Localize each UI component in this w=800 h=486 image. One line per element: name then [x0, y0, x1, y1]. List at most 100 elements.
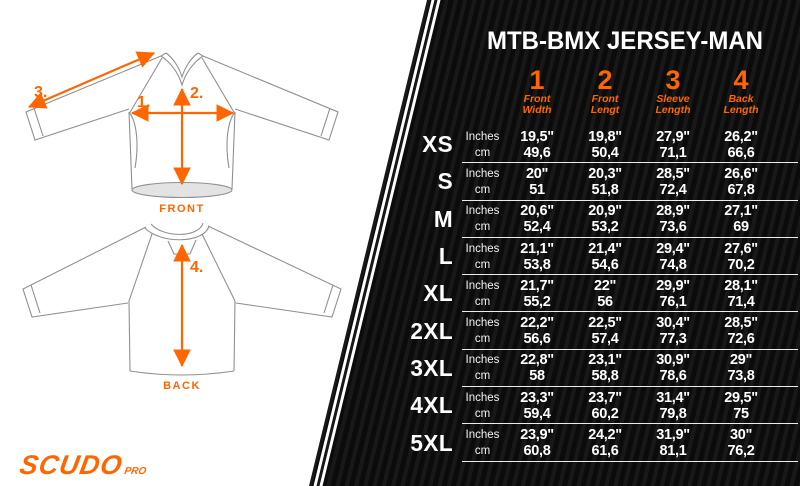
size-label: S: [437, 168, 454, 195]
unit-labels: Inches cm: [462, 166, 503, 198]
sleeve-length-values: 31,4" 79,8: [656, 389, 690, 422]
back-jersey-diagram: [22, 222, 342, 376]
arrow-3-sleeve-length: [27, 51, 156, 109]
sleeve-length-values: 31,9" 81,1: [656, 427, 690, 460]
table-row: 2XL Inches cm 22,2" 56,6 22,5" 57,4 30,4…: [396, 312, 798, 351]
front-length-values: 22" 56: [593, 277, 617, 310]
column-header-back-length: 4 Back Length: [723, 65, 759, 116]
front-width-values: 23,3" 59,4: [520, 389, 554, 422]
column-header-sleeve-length: 3 Sleeve Length: [655, 65, 691, 116]
front-length-values: 23,7" 60,2: [588, 389, 622, 422]
front-width-values: 22,8" 58: [520, 352, 554, 385]
back-length-values: 27,6" 70,2: [724, 240, 758, 273]
unit-labels: Inches cm: [462, 315, 503, 347]
inches-label: Inches: [465, 130, 500, 143]
back-length-values: 30" 76,2: [727, 427, 755, 460]
size-table-rows: XS Inches cm 19,5" 49,6 19,8" 50,4 27,9"…: [396, 126, 798, 462]
size-label: 2XL: [410, 317, 454, 344]
inches-label: Inches: [465, 279, 500, 292]
size-label: XS: [422, 131, 454, 158]
table-row: 5XL Inches cm 23,9" 60,8 24,2" 61,6 31,9…: [396, 424, 798, 462]
front-measurement-arrows: [27, 51, 235, 186]
unit-labels: Inches cm: [462, 241, 503, 273]
unit-labels: Inches cm: [462, 390, 503, 422]
back-length-values: 26,6" 67,8: [724, 165, 758, 198]
cm-label: cm: [474, 221, 491, 234]
back-length-values: 28,1" 71,4: [724, 277, 758, 310]
size-label: 4XL: [410, 392, 454, 419]
jersey-diagrams: 3. 1. 2. FRONT: [22, 51, 342, 392]
marker-2-label: 2.: [190, 85, 203, 102]
size-label: XL: [423, 280, 454, 307]
table-row: L Inches cm 21,1" 53,8 21,4" 54,6 29,4" …: [396, 238, 798, 276]
unit-labels: Inches cm: [462, 352, 503, 384]
column-header-front-width: 1 Front Width: [522, 65, 552, 116]
table-row: XS Inches cm 19,5" 49,6 19,8" 50,4 27,9"…: [396, 126, 798, 164]
front-width-values: 22,2" 56,6: [520, 315, 554, 348]
back-length-values: 28,5" 72,6: [724, 315, 758, 348]
front-width-values: 20" 51: [525, 165, 549, 198]
column-header-front-length: 2 Front Lengt: [590, 65, 620, 116]
marker-1-label: 1.: [137, 94, 150, 111]
front-length-values: 21,4" 54,6: [588, 240, 622, 273]
back-length-values: 29,5" 75: [724, 389, 758, 422]
table-row: S Inches cm 20" 51 20,3" 51,8 28,5" 72,4…: [396, 163, 798, 201]
front-length-values: 22,5" 57,4: [588, 315, 622, 348]
cm-label: cm: [474, 370, 491, 383]
cm-label: cm: [474, 445, 491, 458]
front-width-values: 20,6" 52,4: [520, 203, 554, 236]
marker-3-label: 3.: [34, 84, 47, 101]
inches-label: Inches: [465, 205, 500, 218]
inches-label: Inches: [465, 242, 500, 255]
back-length-values: 27,1" 69: [724, 203, 758, 236]
cm-label: cm: [474, 146, 491, 159]
size-label: L: [438, 243, 454, 270]
brand-logo: SCUDOPRO: [17, 450, 150, 481]
front-length-values: 19,8" 50,4: [588, 128, 622, 161]
front-width-values: 19,5" 49,6: [520, 128, 554, 161]
unit-column-spacer: [462, 66, 503, 116]
front-label: FRONT: [159, 203, 204, 215]
back-length-values: 26,2" 66,6: [724, 128, 758, 161]
cm-label: cm: [474, 258, 491, 271]
inches-label: Inches: [465, 167, 500, 180]
size-label: M: [433, 205, 454, 232]
table-row: XL Inches cm 21,7" 55,2 22" 56 29,9" 76,…: [396, 275, 798, 313]
front-length-values: 20,9" 53,2: [588, 203, 622, 236]
front-width-values: 21,1" 53,8: [520, 240, 554, 273]
unit-labels: Inches cm: [462, 203, 503, 235]
inches-label: Inches: [465, 317, 500, 330]
front-length-values: 23,1" 58,8: [588, 352, 622, 385]
unit-labels: Inches cm: [462, 278, 503, 310]
table-header: 1 Front Width 2 Front Lengt 3 Sleeve Len…: [462, 66, 798, 116]
front-width-values: 23,9" 60,8: [520, 427, 554, 460]
brand-suffix: PRO: [123, 466, 148, 477]
inches-label: Inches: [465, 354, 500, 367]
front-length-values: 24,2" 61,6: [588, 427, 622, 460]
page-title: MTB-BMX JERSEY-MAN: [486, 27, 763, 55]
back-label: BACK: [163, 380, 201, 392]
back-length-values: 29" 73,8: [727, 352, 755, 385]
sleeve-length-values: 28,5" 72,4: [656, 165, 690, 198]
cm-label: cm: [474, 333, 491, 346]
inches-label: Inches: [465, 391, 500, 404]
size-label: 3XL: [410, 354, 454, 381]
unit-labels: Inches cm: [462, 129, 503, 161]
sleeve-length-values: 29,9" 76,1: [656, 277, 690, 310]
sleeve-length-values: 29,4" 74,8: [656, 240, 690, 273]
table-row: 4XL Inches cm 23,3" 59,4 23,7" 60,2 31,4…: [396, 387, 798, 425]
sleeve-length-values: 30,4" 77,3: [656, 315, 690, 348]
sleeve-length-values: 28,9" 73,6: [656, 203, 690, 236]
brand-name: SCUDO: [17, 450, 126, 480]
unit-labels: Inches cm: [462, 427, 503, 459]
sleeve-length-values: 27,9" 71,1: [656, 128, 690, 161]
cm-label: cm: [474, 183, 491, 196]
marker-4-label: 4.: [190, 259, 203, 276]
size-label: 5XL: [410, 429, 454, 456]
table-row: 3XL Inches cm 22,8" 58 23,1" 58,8 30,9" …: [396, 350, 798, 388]
inches-label: Inches: [465, 429, 500, 442]
cm-label: cm: [474, 407, 491, 420]
sleeve-length-values: 30,9" 78,6: [656, 352, 690, 385]
front-width-values: 21,7" 55,2: [520, 277, 554, 310]
